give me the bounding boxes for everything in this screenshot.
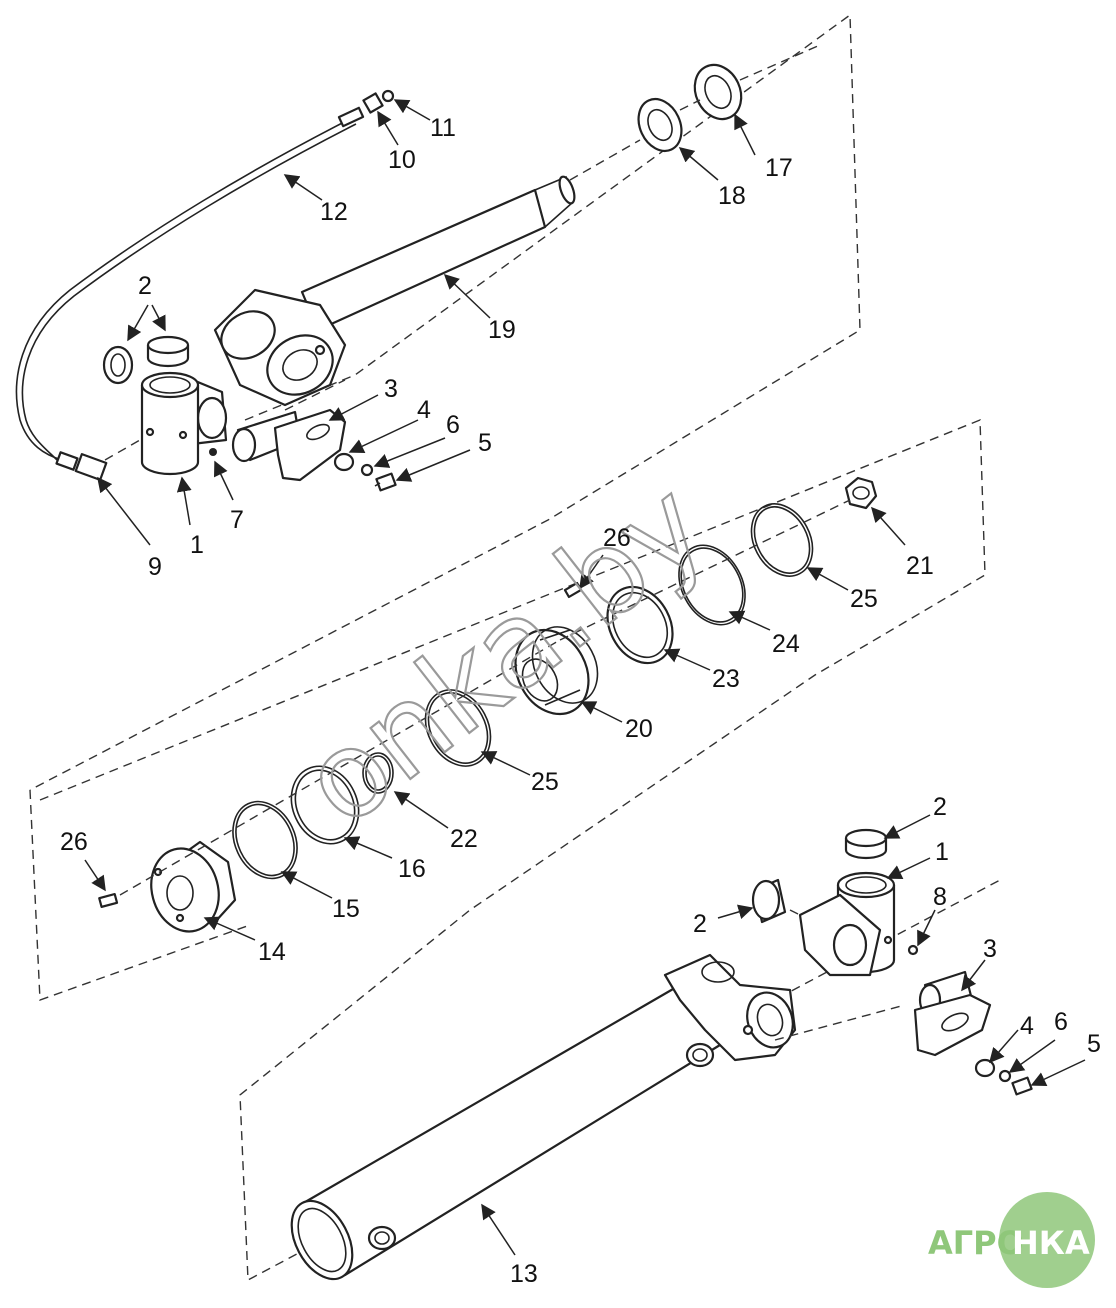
adapter-10 [362, 92, 384, 114]
callout-10: 10 [388, 146, 416, 174]
callout-13: 13 [510, 1260, 538, 1288]
grease-hose-12 [15, 106, 365, 466]
seal-ring-17 [693, 63, 743, 121]
callout-3: 3 [983, 935, 997, 963]
callout-2: 2 [693, 910, 707, 938]
agronka-logo: АГРО НКА [928, 1192, 1095, 1288]
callout-16: 16 [398, 855, 426, 883]
callout-20: 20 [625, 715, 653, 743]
spacer-4-upper [333, 452, 355, 472]
logo-text-left: АГРО [928, 1224, 1024, 1262]
nut-21 [844, 476, 878, 510]
callout-26: 26 [60, 828, 88, 856]
callout-19: 19 [488, 316, 516, 344]
callout-25: 25 [850, 585, 878, 613]
ring-23 [606, 585, 674, 665]
ball-8 [907, 944, 919, 956]
bolt-5-upper [374, 472, 397, 492]
callout-1: 1 [190, 531, 204, 559]
callout-4: 4 [417, 396, 431, 424]
trunnion-1-lower [798, 871, 896, 977]
roll-pin-26-upper [563, 581, 583, 599]
callout-25: 25 [531, 768, 559, 796]
logo-circle [999, 1192, 1095, 1288]
piston-20 [514, 626, 599, 716]
callout-1: 1 [935, 838, 949, 866]
callout-11: 11 [430, 114, 456, 142]
callout-numbers: 11 10 12 17 18 19 2 3 4 6 5 7 1 9 26 21 … [60, 114, 1101, 1288]
washer-6-upper [360, 463, 374, 477]
callout-4: 4 [1020, 1012, 1034, 1040]
ring-25-lower [424, 689, 492, 767]
ring-25-upper [750, 503, 814, 577]
callout-15: 15 [332, 895, 360, 923]
callout-7: 7 [230, 506, 244, 534]
pin-3-lower [913, 970, 992, 1057]
ring-16 [290, 765, 360, 845]
callout-21: 21 [906, 552, 934, 580]
seal-ring-18 [637, 98, 683, 152]
callout-9: 9 [148, 553, 162, 581]
callout-14: 14 [258, 938, 286, 966]
callout-5: 5 [1087, 1030, 1101, 1058]
callout-3: 3 [384, 375, 398, 403]
callout-24: 24 [772, 630, 800, 658]
bushing-2-lower-top [844, 828, 888, 860]
bushing-2-lower-side [751, 878, 787, 924]
ball-7 [209, 448, 217, 456]
grease-fitting-9 [55, 451, 108, 482]
callout-17: 17 [765, 154, 793, 182]
bushing-2-upper-right [146, 335, 190, 368]
callout-26: 26 [603, 524, 631, 552]
assembly-boundaries [29, 13, 1001, 1282]
o-ring-22 [362, 752, 394, 794]
trunnion-1-upper [140, 371, 228, 476]
callout-6: 6 [446, 411, 460, 439]
gland-14 [150, 840, 237, 933]
callout-12: 12 [320, 198, 348, 226]
callout-6: 6 [1054, 1008, 1068, 1036]
piston-rod-19 [213, 175, 576, 407]
bolt-5-lower [1011, 1076, 1033, 1096]
callout-8: 8 [933, 883, 947, 911]
washer-6-lower [998, 1069, 1012, 1083]
callout-2: 2 [933, 793, 947, 821]
roll-pin-26-lower [98, 892, 119, 909]
callout-18: 18 [718, 182, 746, 210]
leader-lines [84, 99, 1086, 1256]
cap-11 [381, 89, 395, 103]
spacer-4-lower [974, 1058, 996, 1078]
bushing-2-upper-left [102, 345, 134, 385]
callout-5: 5 [478, 429, 492, 457]
cylinder-barrel-13 [290, 953, 797, 1281]
logo-text-right: НКА [1012, 1224, 1090, 1262]
pin-3-upper [231, 408, 347, 482]
callout-2: 2 [138, 272, 152, 300]
callout-22: 22 [450, 825, 478, 853]
callout-23: 23 [712, 665, 740, 693]
